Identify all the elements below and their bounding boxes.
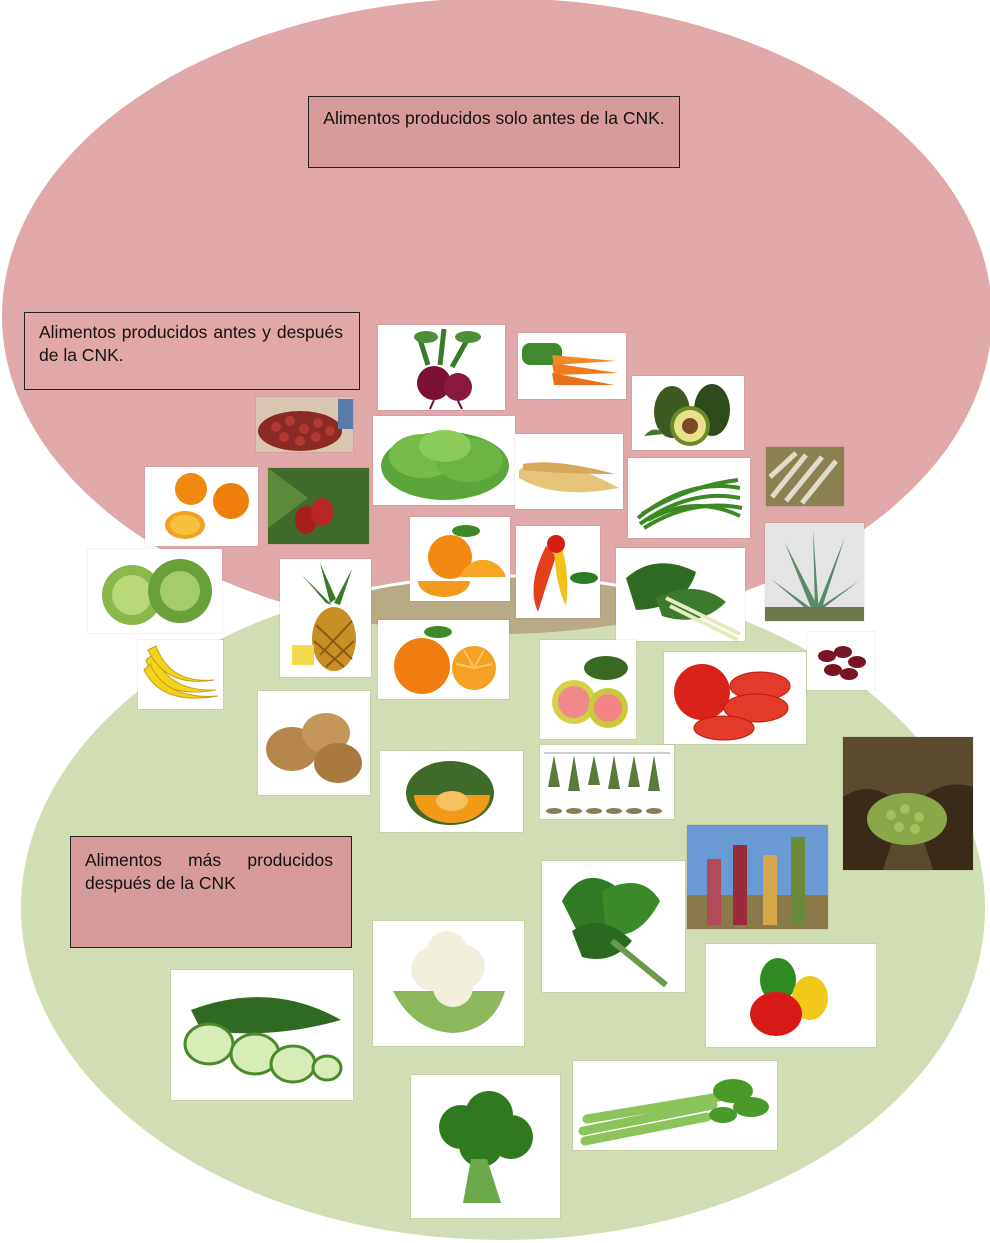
label-after-more: Alimentos más producidos después de la C… [70, 836, 352, 948]
potato-image [258, 691, 370, 795]
coffee-beans-image [256, 397, 353, 452]
cucumber-image [171, 970, 353, 1100]
avocado-image [632, 376, 744, 450]
label-before-only: Alimentos producidos solo antes de la CN… [308, 96, 680, 168]
beetroot-image [378, 325, 505, 410]
label-before-only-text: Alimentos producidos solo antes de la CN… [323, 108, 665, 128]
peas-image [843, 737, 973, 870]
banana-image [138, 640, 223, 709]
pineapple-image [280, 559, 371, 677]
chard-image [616, 548, 745, 641]
cabbage-image [88, 549, 222, 633]
dried-beans-image [766, 447, 844, 506]
parsnip-image [515, 434, 623, 509]
broccoli-image [411, 1075, 560, 1218]
tree-tomato-image [268, 468, 369, 544]
label-after-more-text: Alimentos más producidos después de la C… [85, 850, 333, 893]
carrot-image [518, 333, 626, 399]
spinach-image [542, 861, 685, 992]
quinoa-image [687, 825, 828, 929]
lettuce-image [373, 416, 515, 505]
red-beans-image [807, 632, 875, 690]
orange-image [145, 467, 258, 546]
pumpkin-image [380, 751, 523, 832]
sliced-orange-image [410, 517, 510, 601]
tomato-image [664, 652, 806, 744]
tangerine-image [378, 620, 509, 699]
label-both-text: Alimentos producidos antes y después de … [39, 322, 343, 365]
cauliflower-image [373, 921, 524, 1046]
chili-peppers-image [516, 526, 600, 618]
label-both: Alimentos producidos antes y después de … [24, 312, 360, 390]
green-beans-image [628, 458, 750, 538]
bell-peppers-image [706, 944, 876, 1047]
celery-image [573, 1061, 777, 1150]
guava-image [540, 640, 636, 739]
aloe-image [765, 523, 864, 621]
herbs-image [540, 745, 674, 819]
